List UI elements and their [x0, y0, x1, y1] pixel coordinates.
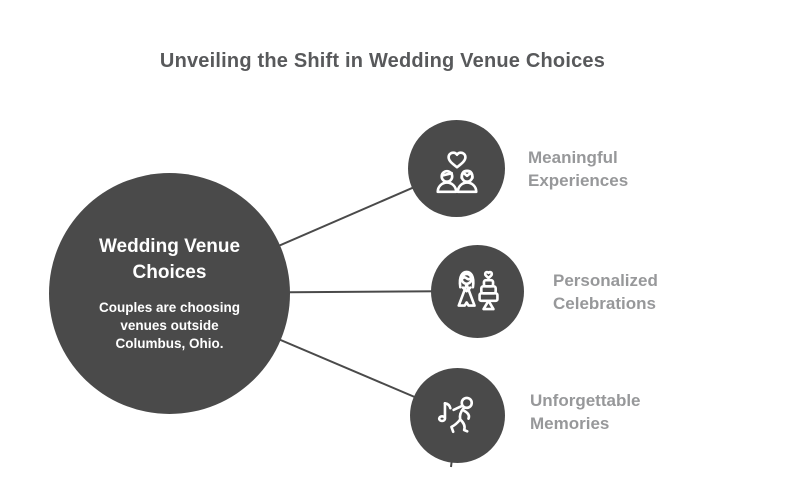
page-title: Unveiling the Shift in Wedding Venue Cho… [159, 50, 606, 72]
main-topic-title: Wedding Venue Choices [98, 236, 241, 283]
node-label-personalized-celebrations: Personalized Celebrations [553, 271, 658, 313]
couple-with-heart-icon [435, 150, 478, 193]
node-label-meaningful-experiences: Meaningful Experiences [528, 148, 629, 190]
bride-and-wedding-cake-icon [456, 270, 499, 310]
dancing-person-music-note-icon [437, 396, 473, 433]
main-topic-description: Couples are choosing venues outside Colu… [98, 300, 241, 351]
node-label-unforgettable-memories: Unforgettable Memories [530, 391, 641, 433]
node-circle-personalized-celebrations [431, 245, 524, 338]
node-circle-meaningful-experiences [408, 120, 505, 217]
node-circle-unforgettable-memories [410, 368, 505, 463]
main-topic-circle: Wedding Venue Choices Couples are choosi… [49, 173, 290, 414]
